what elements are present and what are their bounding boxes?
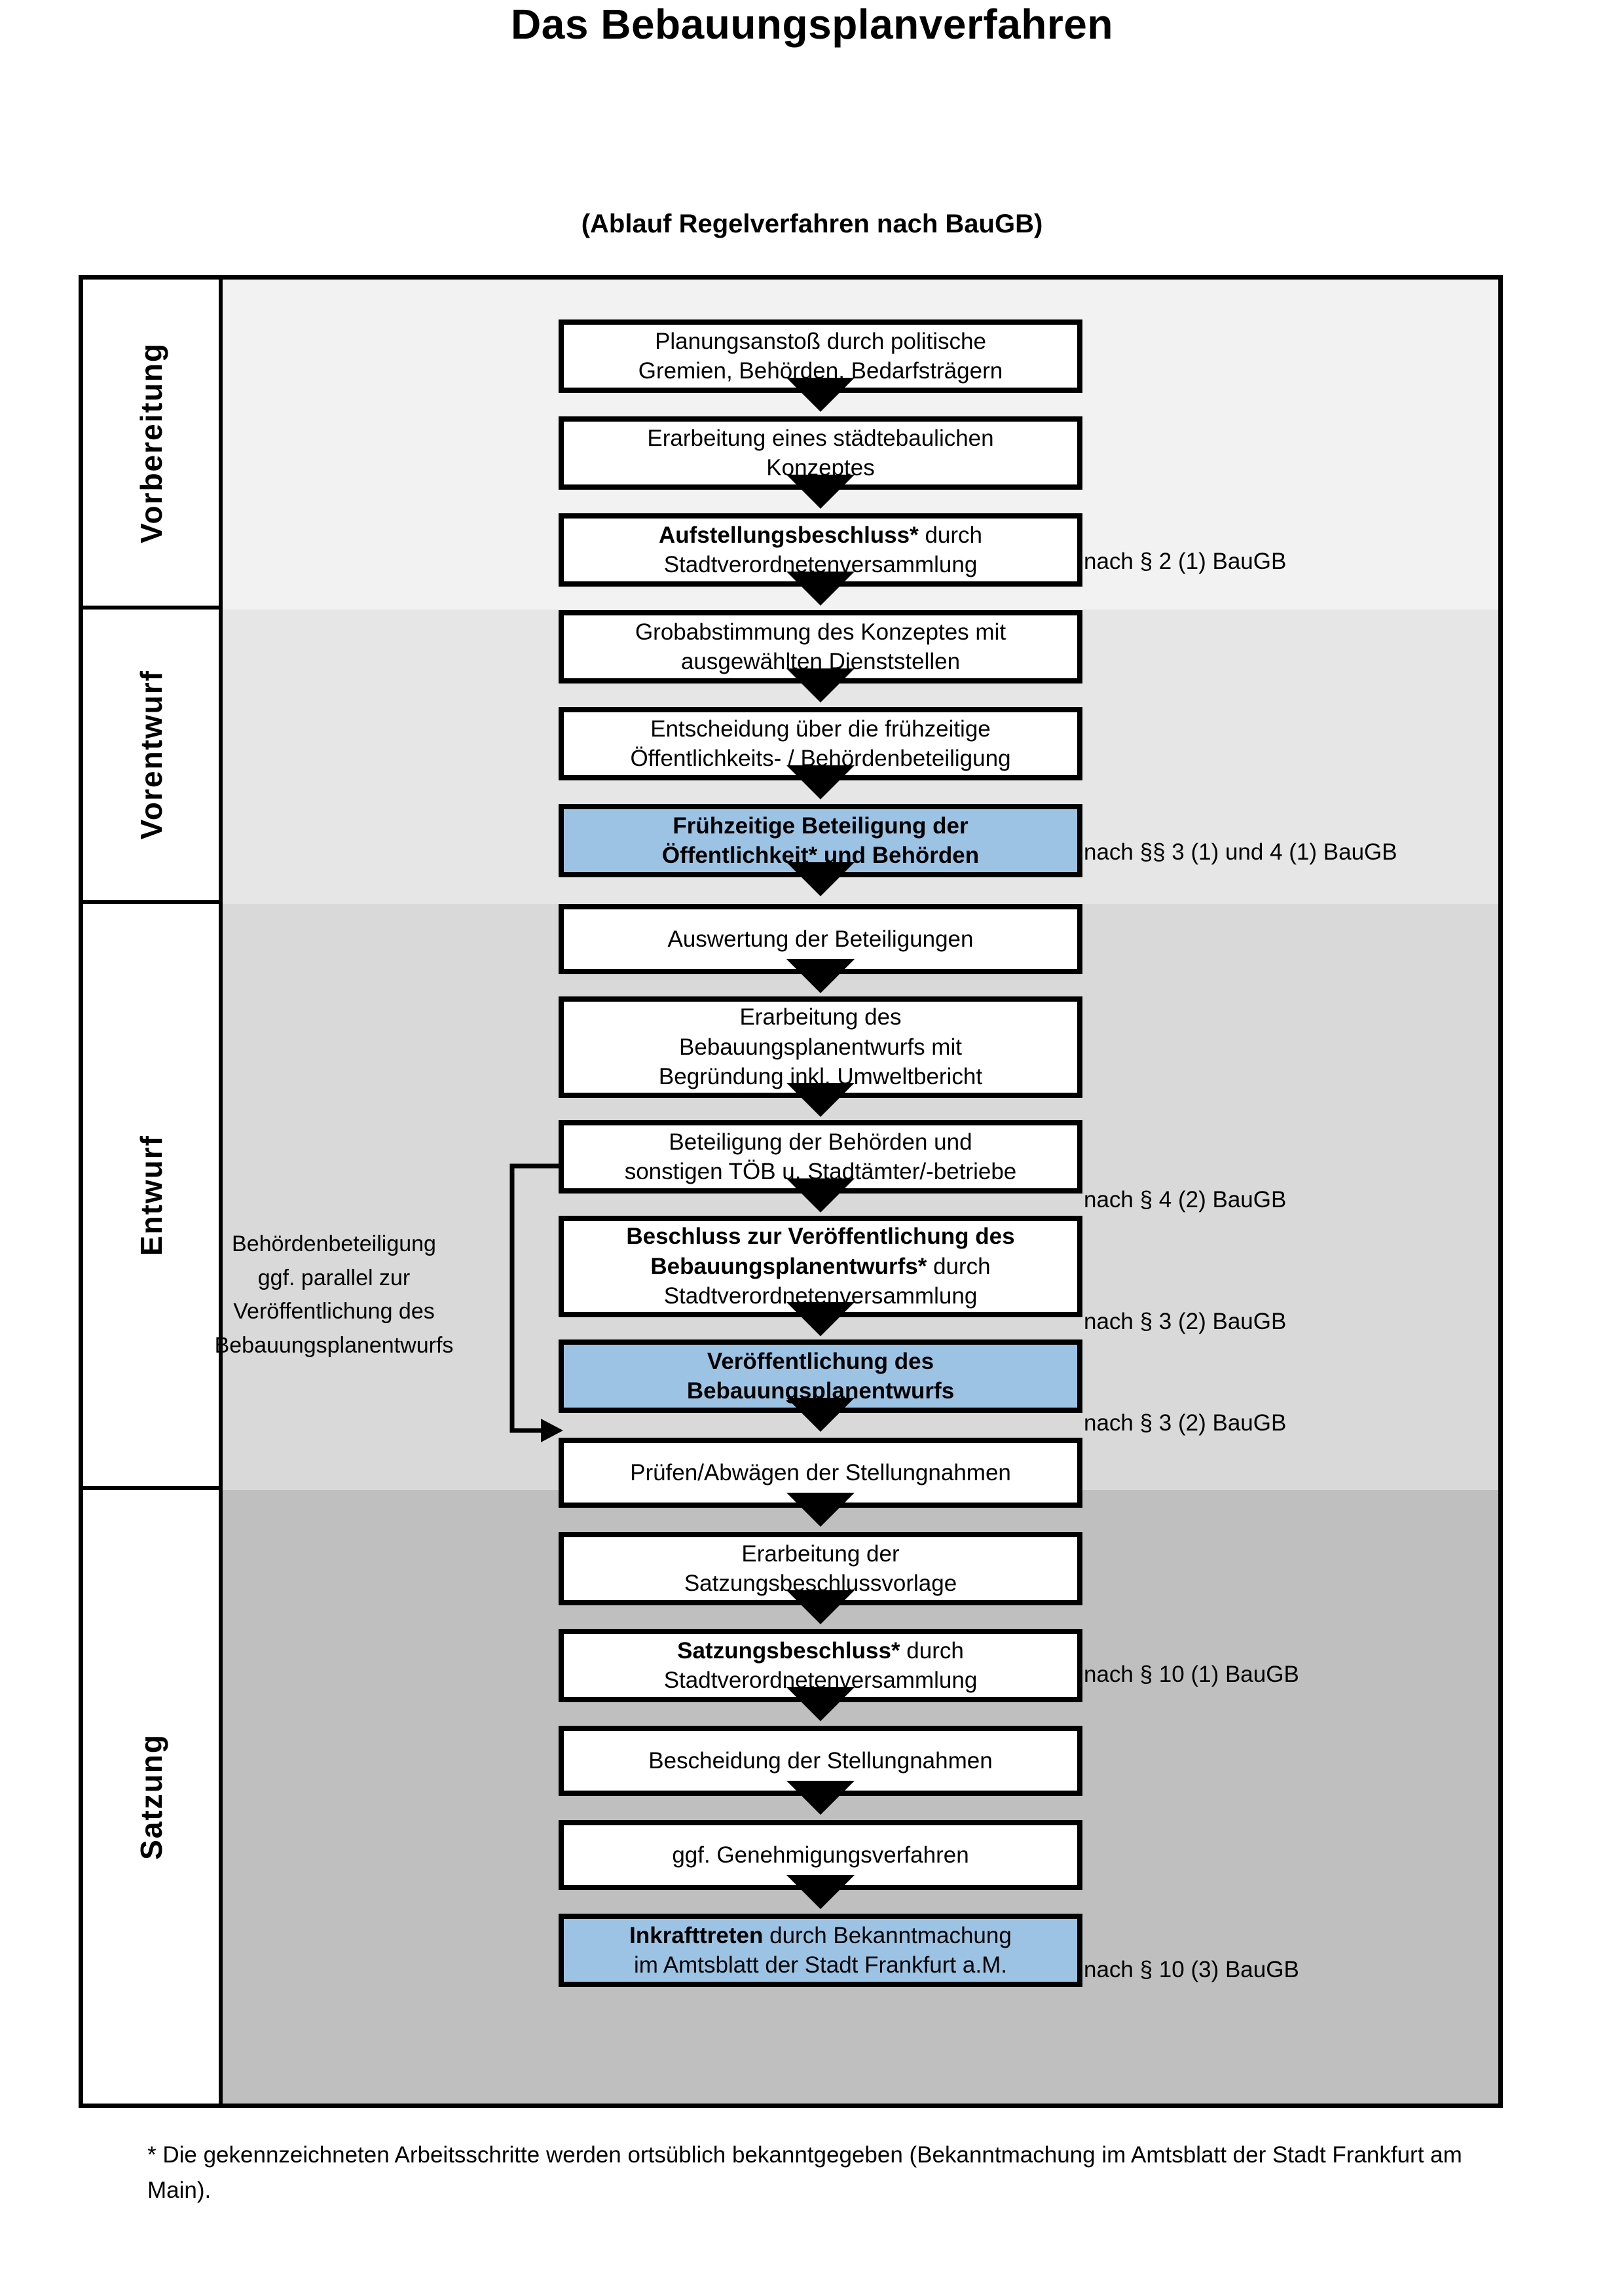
phase-label-text: Vorentwurf	[134, 670, 168, 840]
node-line-1: Entscheidung über die frühzeitige	[650, 716, 991, 742]
flow-arrow-1	[786, 378, 855, 412]
node-line-1: Frühzeitige Beteiligung der	[673, 812, 969, 839]
page-title: Das Bebauungsplanverfahren	[511, 1, 1113, 48]
sidenote-line-3: Veröffentlichung des	[233, 1299, 435, 1324]
phase-label-text: Vorbereitung	[134, 342, 168, 543]
node-bold-term: Inkrafttreten	[629, 1922, 764, 1948]
legal-reference-7: nach § 10 (3) BauGB	[1084, 1957, 1299, 1982]
sidenote-line-4: Bebauungsplanentwurfs	[214, 1333, 454, 1358]
node-line-1: Planungsanstoß durch politische	[655, 328, 986, 354]
flow-arrow-14	[786, 1687, 855, 1721]
footnote: * Die gekennzeichneten Arbeitsschritte w…	[147, 2142, 1462, 2204]
flow-arrow-9	[786, 1178, 855, 1212]
phase-label-vorentwurf: Vorentwurf	[83, 610, 223, 904]
legal-reference-3: nach § 4 (2) BauGB	[1084, 1187, 1287, 1212]
node-line-1: Erarbeitung eines städtebaulichen	[647, 425, 994, 451]
flow-arrow-7	[786, 959, 855, 993]
node-bold-term: Satzungsbeschluss*	[677, 1637, 900, 1664]
phase-label-satzung: Satzung	[83, 1490, 223, 2104]
legal-reference-4: nach § 3 (2) BauGB	[1084, 1309, 1287, 1334]
phase-label-entwurf: Entwurf	[83, 904, 223, 1490]
flow-arrow-6	[786, 862, 855, 896]
flow-arrow-11	[786, 1398, 855, 1432]
flow-node-inkrafttreten[interactable]: Inkrafttreten durch Bekanntmachung im Am…	[559, 1914, 1082, 1987]
sidenote-behoerdenbeteiligung: Behördenbeteiligung ggf. parallel zur Ve…	[196, 1228, 471, 1363]
flow-node-beschluss-veroeffentlichung[interactable]: Beschluss zur Veröffentlichung des Bebau…	[559, 1216, 1082, 1317]
phase-label-text: Satzung	[134, 1734, 168, 1860]
legal-reference-2: nach §§ 3 (1) und 4 (1) BauGB	[1084, 839, 1397, 865]
node-line-1: Auswertung der Beteiligungen	[667, 926, 974, 952]
phase-label-text: Entwurf	[134, 1134, 168, 1256]
flow-arrow-8	[786, 1083, 855, 1117]
flow-node-erarbeitung-bebauungsplanentwurf[interactable]: Erarbeitung des Bebauungsplanentwurfs mi…	[559, 996, 1082, 1098]
flow-arrow-12	[786, 1493, 855, 1527]
node-line-1: Erarbeitung des	[739, 1004, 902, 1030]
node-bold-term: Beschluss zur Veröffentlichung des	[626, 1224, 1015, 1250]
node-line-1: Grobabstimmung des Konzeptes mit	[635, 619, 1006, 645]
flow-arrow-15	[786, 1781, 855, 1815]
node-bold-term: Aufstellungsbeschluss*	[658, 522, 919, 548]
node-line-1: ggf. Genehmigungsverfahren	[672, 1842, 969, 1868]
node-line-2: im Amtsblatt der Stadt Frankfurt a.M.	[634, 1952, 1007, 1978]
node-line-1: Satzungsbeschluss* durch	[677, 1637, 964, 1664]
flow-arrow-5	[786, 765, 855, 799]
sidenote-line-2: ggf. parallel zur	[257, 1265, 411, 1290]
node-line-2: Bebauungsplanentwurfs mit	[679, 1034, 962, 1060]
node-line-1: Veröffentlichung des	[707, 1348, 934, 1374]
flow-arrow-16	[786, 1875, 855, 1909]
flow-arrow-10	[786, 1302, 855, 1336]
flow-arrow-13	[786, 1590, 855, 1624]
phase-label-vorbereitung: Vorbereitung	[83, 280, 223, 610]
node-line-1: Beschluss zur Veröffentlichung des	[626, 1222, 1014, 1252]
node-line-1: Bescheidung der Stellungnahmen	[648, 1747, 993, 1774]
node-line-2: Bebauungsplanentwurfs* durch	[650, 1253, 991, 1279]
flow-arrow-2	[786, 475, 855, 509]
flow-arrow-4	[786, 668, 855, 702]
node-line-1: Inkrafttreten durch Bekanntmachung	[629, 1922, 1012, 1948]
node-line-1: Prüfen/Abwägen der Stellungnahmen	[630, 1459, 1011, 1485]
page-subtitle: (Ablauf Regelverfahren nach BauGB)	[581, 210, 1043, 238]
node-line-1: Aufstellungsbeschluss* durch	[658, 522, 983, 548]
node-line-1: Beteiligung der Behörden und	[669, 1129, 972, 1155]
flow-arrow-3	[786, 572, 855, 606]
sidenote-line-1: Behördenbeteiligung	[232, 1231, 436, 1256]
node-line-1: Erarbeitung der	[741, 1540, 900, 1567]
legal-reference-5: nach § 3 (2) BauGB	[1084, 1410, 1287, 1436]
node-bold-term-2: Bebauungsplanentwurfs*	[650, 1253, 927, 1279]
flow-node-satzungsbeschluss[interactable]: Satzungsbeschluss* durch Stadtverordnete…	[559, 1629, 1082, 1702]
legal-reference-6: nach § 10 (1) BauGB	[1084, 1662, 1299, 1687]
legal-reference-1: nach § 2 (1) BauGB	[1084, 549, 1287, 574]
bypass-connector	[509, 1163, 563, 1442]
flow-node-staedtebauliches-konzept[interactable]: Erarbeitung eines städtebaulichen Konzep…	[559, 416, 1082, 490]
